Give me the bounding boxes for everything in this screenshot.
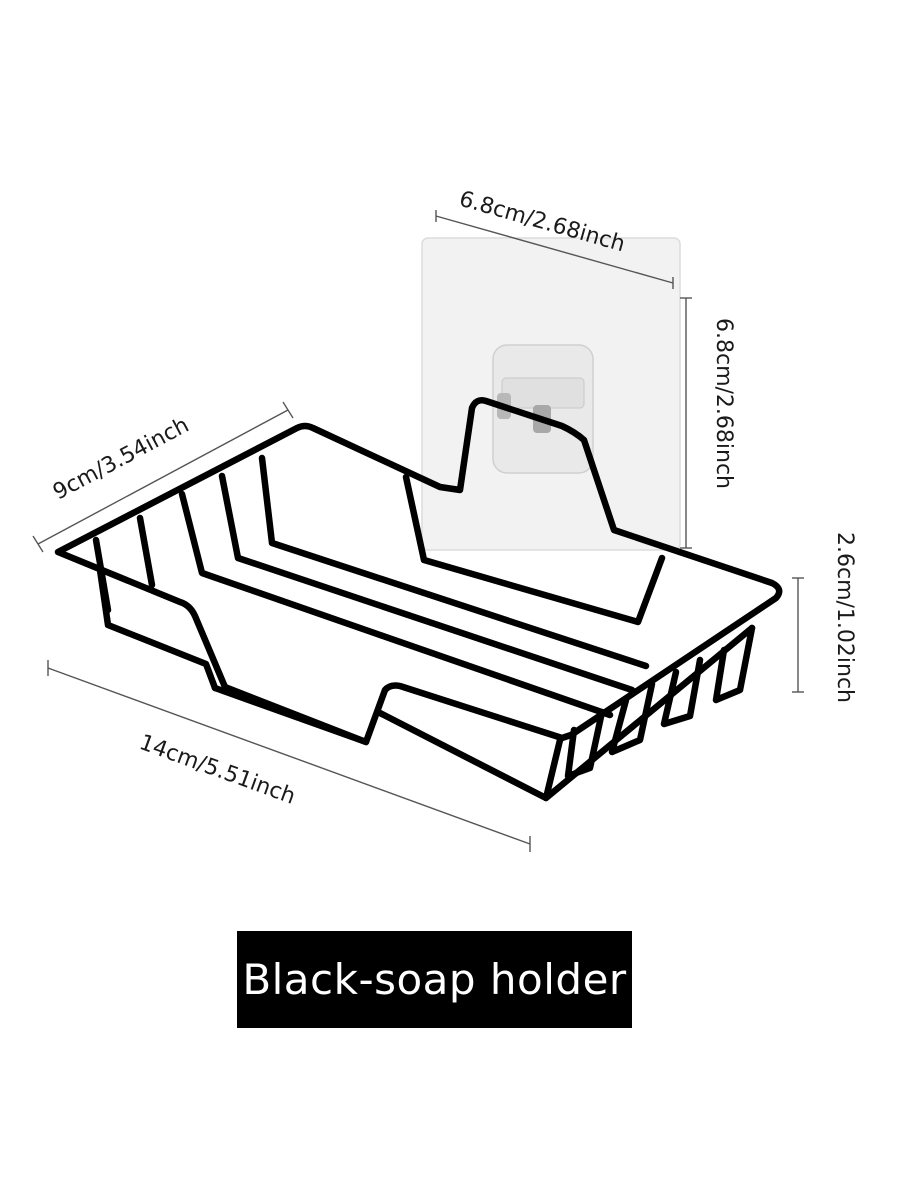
caption-banner: Black-soap holder [237, 931, 632, 1028]
hook-height-label: 6.8cm/2.68inch [711, 318, 736, 489]
wire-basket [54, 397, 783, 802]
dimension-lines [32, 210, 804, 852]
height-label: 2.6cm/1.02inch [832, 532, 857, 703]
length-label: 14cm/5.51inch [136, 730, 299, 810]
adhesive-hook-plate [421, 237, 681, 551]
caption-text: Black-soap holder [242, 955, 627, 1004]
